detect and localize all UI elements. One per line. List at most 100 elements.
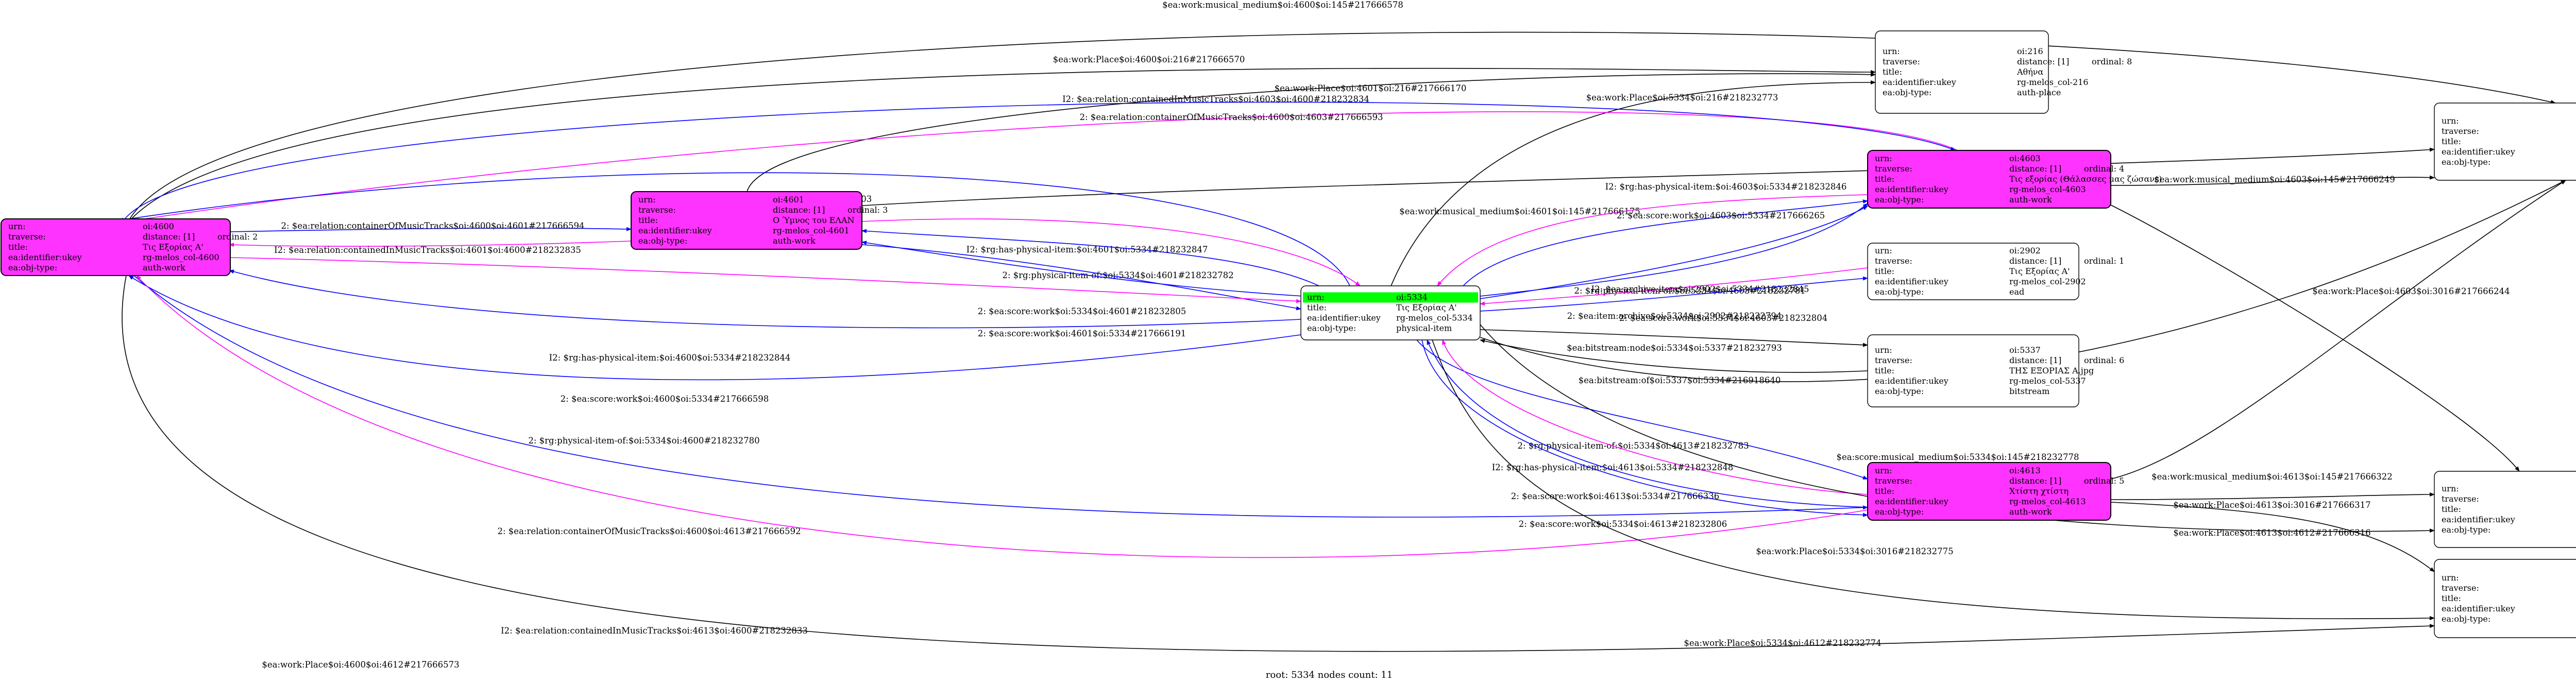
- node-145[interactable]: urn:oi:145traverse:distance: [1]ordinal:…: [2434, 102, 2576, 181]
- node-field: traverse:: [2442, 494, 2479, 504]
- edge-label: I2: $ea:relation:containedInMusicTracks$…: [501, 626, 808, 636]
- node-field: distance: [1]: [2009, 355, 2061, 365]
- node-field: rg-melos_col-4603: [2009, 184, 2086, 194]
- node-box: [1867, 243, 2079, 300]
- node-field: ead: [2009, 287, 2024, 297]
- edge-label: $ea:work:Place$oi:5334$oi:4612#218232774: [1684, 638, 1881, 648]
- node-field: ea:identifier:ukey: [2442, 604, 2515, 613]
- edge-label: I2: $rg:has-physical-item:$oi:4601$oi:53…: [967, 245, 1208, 254]
- edge-line: [1391, 80, 1876, 286]
- node-field: rg-melos_col-4601: [773, 226, 850, 235]
- edge-line: [2110, 180, 2566, 480]
- edge-label: $ea:work:Place$oi:5334$oi:3016#218232775: [1756, 546, 1953, 556]
- node-field: urn:: [1875, 466, 1892, 475]
- node-field: distance: [1]: [2009, 256, 2061, 266]
- node-field: ea:obj-type:: [638, 236, 687, 246]
- edge-line: [861, 229, 1319, 286]
- node-field: title:: [1875, 366, 1894, 375]
- node-box: [2434, 102, 2576, 181]
- edge-label: I2: $ea:relation:containedInMusicTracks$…: [274, 245, 581, 255]
- edge-line: [855, 147, 2435, 207]
- node-field: bitstream: [2009, 386, 2049, 396]
- node-4612[interactable]: urn:oi:4612traverse:distance: [1]ordinal…: [2434, 559, 2576, 638]
- node-field: oi:5334: [1396, 293, 1428, 302]
- node-box: [1875, 30, 2049, 114]
- edge-label: $ea:score:musical_medium$oi:5334$oi:145#…: [1837, 452, 2079, 462]
- node-field: title:: [2442, 504, 2461, 514]
- edge-label: 2: $ea:score:work$oi:4600$oi:5334#217666…: [561, 394, 769, 404]
- node-field: oi:4613: [2009, 466, 2041, 475]
- edge-label: I2: $ea:archive:item$oi:2902$oi:5334#218…: [1591, 284, 1809, 294]
- node-field: Τις Εξορίας Α': [1396, 303, 1457, 313]
- node-field: rg-melos_col-4600: [143, 252, 219, 262]
- edge-line: [2110, 492, 2435, 500]
- edge-line: [229, 227, 632, 232]
- node-field: title:: [8, 242, 28, 252]
- node-field: rg-melos_col-5337: [2009, 376, 2086, 386]
- node-field: Τις Εξορίας Α': [2009, 266, 2070, 276]
- edge-line: [133, 111, 1958, 222]
- edge-label: 2: $rg:physical-item-of:$oi:5334$oi:4613…: [1517, 441, 1749, 451]
- node-field: oi:5337: [2009, 345, 2041, 355]
- node-field: Αθήνα: [2016, 67, 2044, 77]
- node-field: ea:identifier:ukey: [1883, 77, 1956, 87]
- edge-label: 2: $ea:score:work$oi:5334$oi:4613#218232…: [1519, 519, 1727, 529]
- edge-line: [229, 241, 632, 247]
- graph-caption: root: 5334 nodes count: 11: [1266, 670, 1393, 680]
- edge-label: 2: $ea:relation:containerOfMusicTracks$o…: [498, 526, 801, 536]
- node-field: ea:obj-type:: [1875, 195, 1924, 204]
- edge-line: [229, 257, 1301, 303]
- nodes-layer: urn: oi:4600 traverse: distance: [1] ordinal…: [1, 30, 2576, 638]
- node-field: oi:4600: [143, 221, 174, 231]
- edge-line: [1463, 199, 1868, 286]
- node-field: distance: [1]: [2017, 57, 2069, 66]
- edge-line: [1416, 339, 1868, 480]
- node-field: ea:obj-type:: [1307, 323, 1356, 333]
- node-field: rg-melos_col-4613: [2009, 497, 2086, 506]
- node-field: ea:identifier:ukey: [1875, 277, 1948, 286]
- edge-label: 2: $ea:item:archive$oi:5334$oi:2902#2182…: [1567, 311, 1782, 321]
- node-field: Τις Εξορίας Α': [143, 242, 204, 252]
- edge-line: [1432, 339, 2435, 621]
- node-field: oi:2902: [2009, 246, 2041, 255]
- node-field: urn:: [2442, 116, 2459, 126]
- edge-line: [229, 269, 1301, 329]
- node-field: urn:: [1883, 46, 1900, 56]
- node-field: Χτίστη χτίστη: [2009, 486, 2069, 496]
- edge-line: [133, 275, 1868, 518]
- edge-line: [2110, 204, 2520, 472]
- node-field: ordinal: 4: [2084, 164, 2124, 174]
- node-field: auth-work: [2009, 507, 2052, 517]
- node-field: ordinal: 5: [2084, 476, 2124, 486]
- node-field: ea:obj-type:: [2442, 157, 2490, 167]
- edge-line: [1480, 339, 1868, 373]
- edge-line: [136, 275, 1868, 558]
- edge-label: 2: $rg:physical-item-of:$oi:5334$oi:4601…: [1002, 270, 1233, 280]
- node-box: [1867, 334, 2079, 407]
- edge-label: 2: $ea:score:work$oi:4603$oi:5334#217666…: [1617, 211, 1825, 220]
- edge-line: [1480, 267, 1868, 306]
- edge-label: 2: $ea:score:work$oi:4601$oi:5334#217666…: [978, 329, 1187, 338]
- edge-label: 2: $ea:score:work$oi:5334$oi:4601#218232…: [978, 306, 1187, 316]
- node-field: auth-work: [773, 236, 816, 246]
- node-field: ordinal: 6: [2084, 355, 2124, 365]
- node-field: ea:identifier:ukey: [1307, 313, 1381, 323]
- node-field: urn:: [8, 221, 26, 231]
- node-field: traverse:: [1875, 476, 1912, 486]
- node-field: ea:obj-type:: [1875, 287, 1924, 297]
- node-field: title:: [2442, 136, 2461, 146]
- node-3016[interactable]: urn:oi:3016traverse:distance: [1]ordinal…: [2434, 471, 2576, 548]
- edge-label: I2: $rg:has-physical-item:$oi:4600$oi:53…: [549, 353, 791, 363]
- edge-label: $ea:work:musical_medium$oi:4603$oi:145#2…: [2154, 175, 2395, 184]
- edge-line: [861, 244, 1301, 311]
- edge-label: I2: $rg:has-physical-item:$oi:4613$oi:53…: [1492, 463, 1734, 472]
